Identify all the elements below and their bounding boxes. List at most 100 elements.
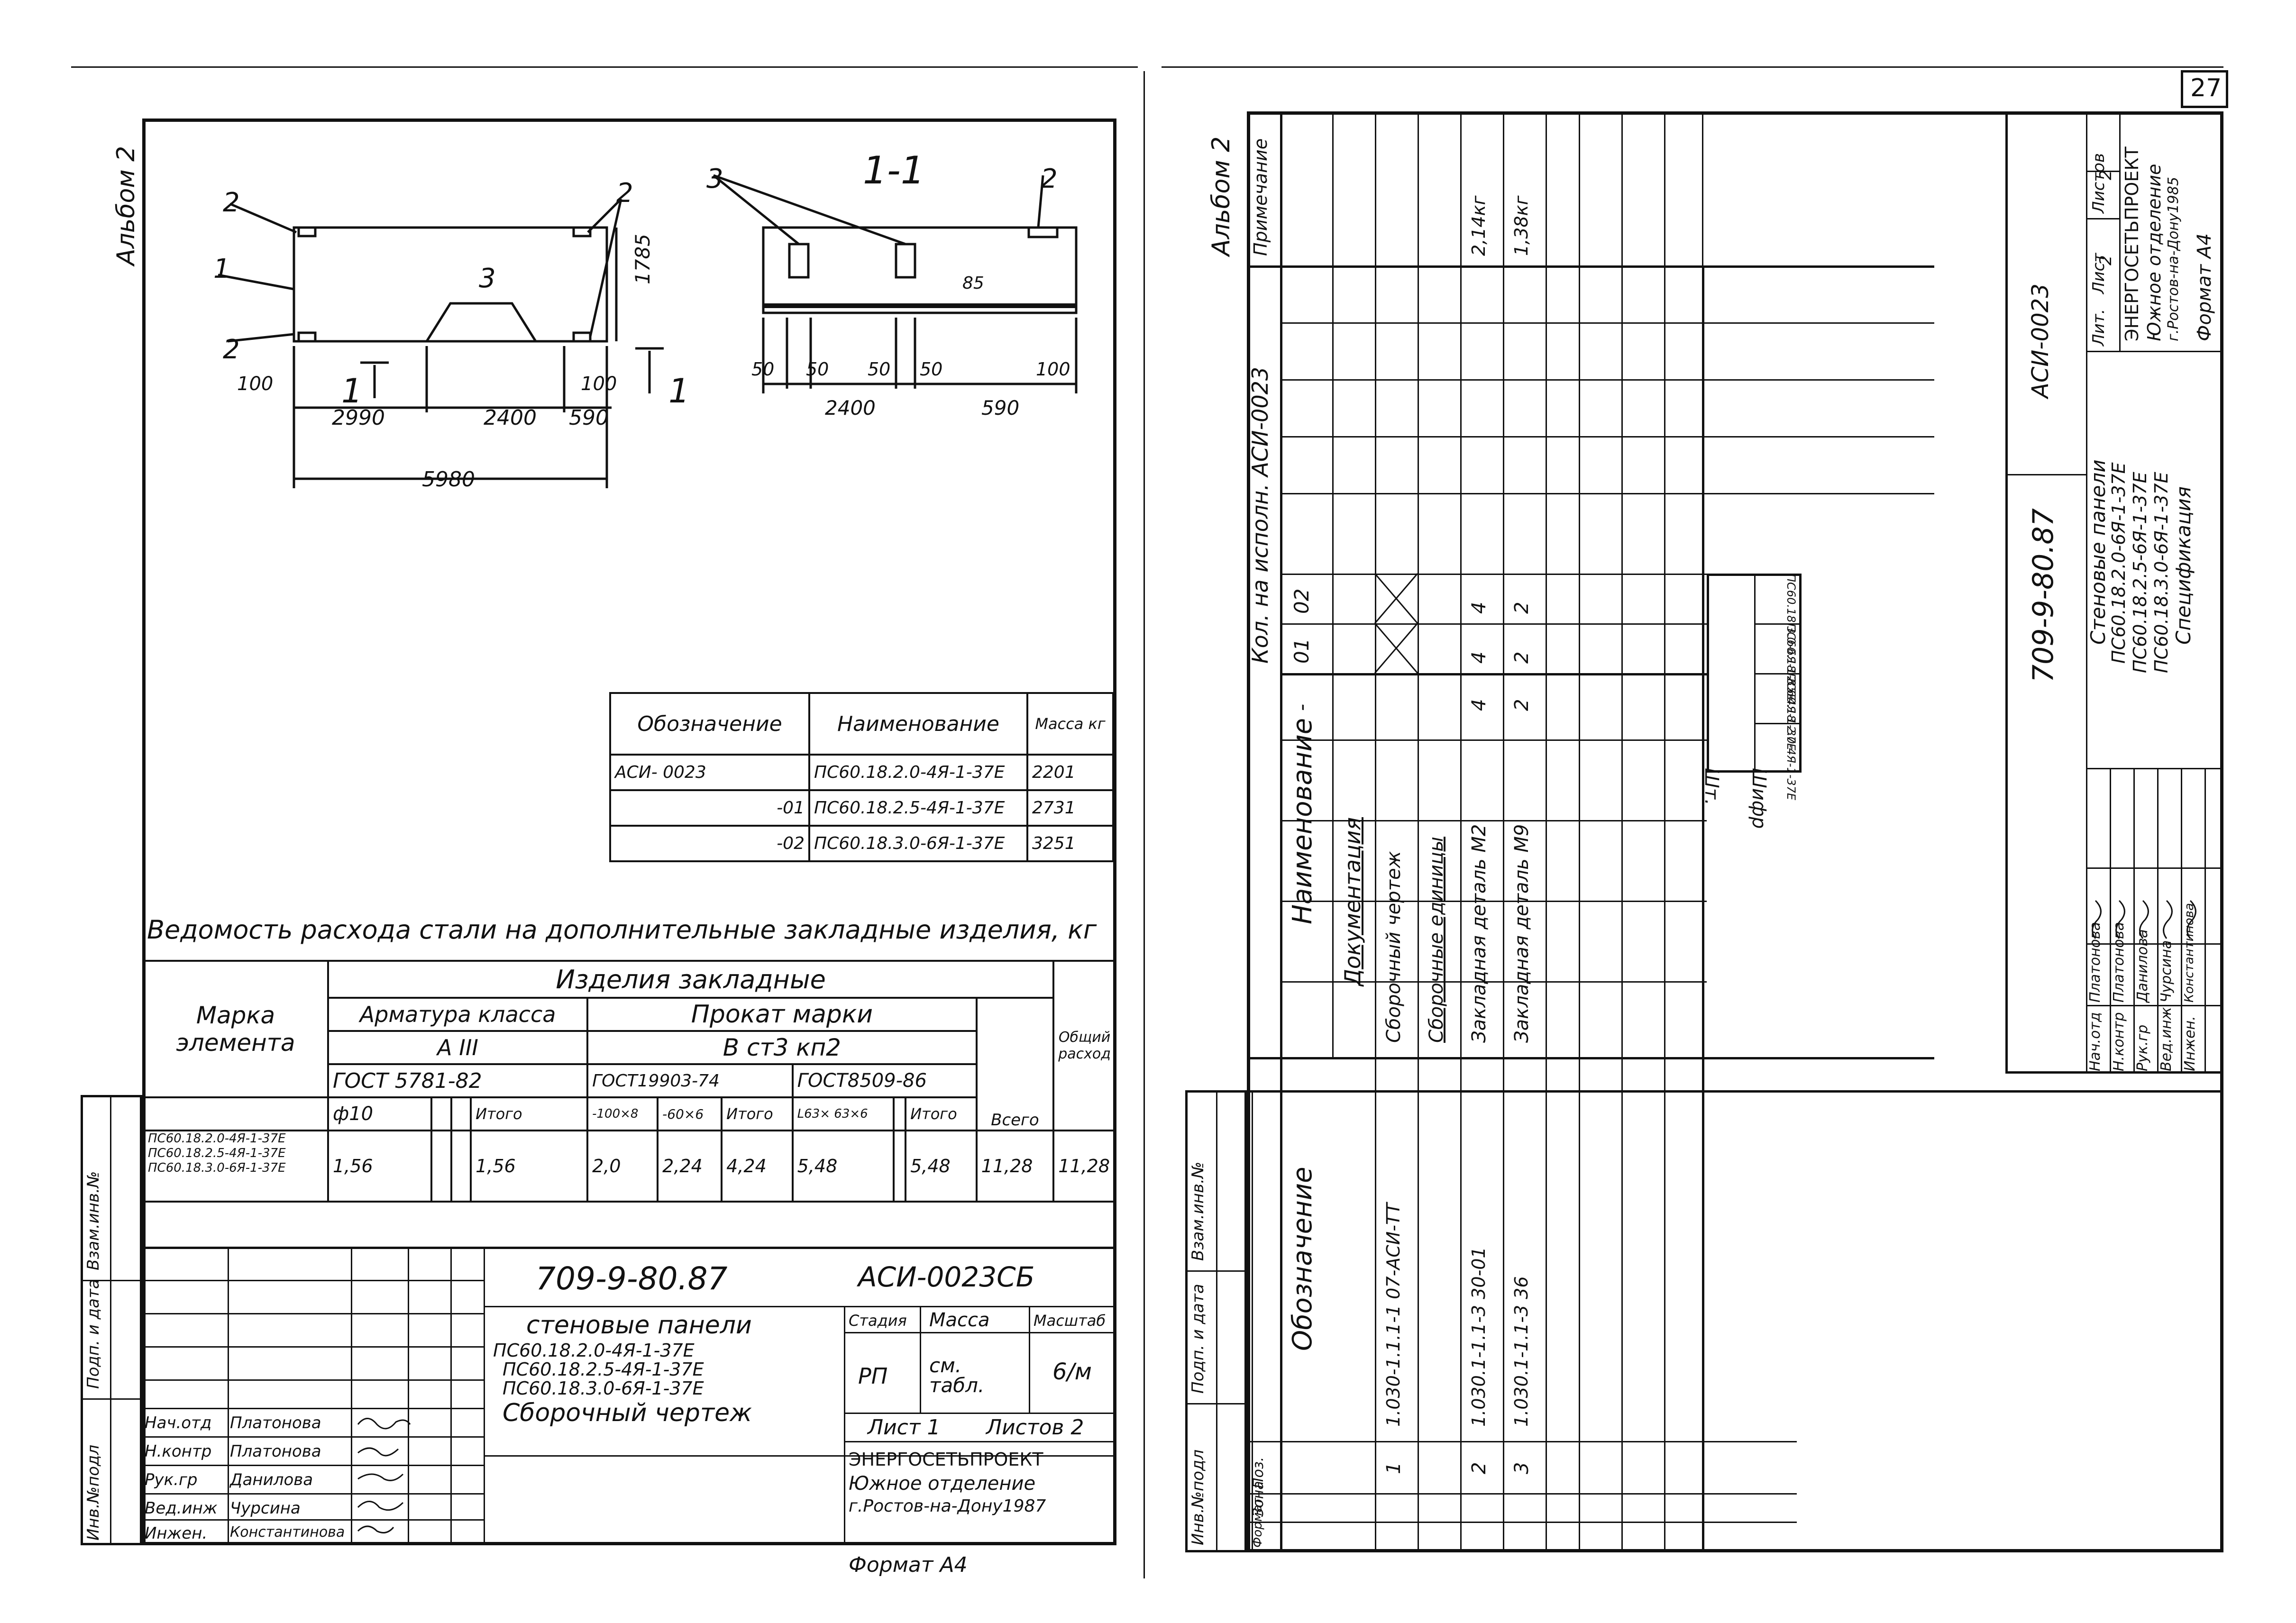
rtb-v-n3 bbox=[2157, 768, 2159, 1074]
sub-100x8: -100×8 bbox=[586, 1096, 659, 1131]
spec-band-6 bbox=[1503, 111, 1504, 1552]
spec-grid-7 bbox=[1280, 901, 1707, 902]
steel-val: 11,28 bbox=[975, 1130, 1055, 1203]
sub-total-p1: Итого bbox=[721, 1096, 794, 1131]
spec-note-header: Примечание bbox=[1250, 138, 1271, 256]
tb-h-name bbox=[484, 1455, 1116, 1457]
callout-3-elev: 3 bbox=[479, 263, 496, 294]
prokat-gost-2: ГОСТ8509-86 bbox=[791, 1063, 978, 1098]
tb-v2 bbox=[351, 1247, 352, 1545]
left-margin-inv: Инв.№подл bbox=[84, 1444, 103, 1541]
callout-1: 1 bbox=[213, 254, 230, 284]
spec-v-zone bbox=[1252, 1090, 1253, 1552]
spec-h-pos bbox=[1247, 1441, 1797, 1442]
tb-row6 bbox=[142, 1436, 484, 1438]
prokat-gost-1: ГОСТ19903-74 bbox=[586, 1063, 794, 1098]
tb-person-1: Платонова bbox=[230, 1413, 321, 1432]
spec-grid-6 bbox=[1280, 820, 1707, 821]
mass-header-mass: Масса кг bbox=[1026, 692, 1114, 756]
tb-person-3: Данилова bbox=[230, 1470, 313, 1489]
left-album-label: Альбом 2 bbox=[112, 146, 140, 265]
spec-h-q2 bbox=[1280, 574, 1707, 575]
dim-left-100: 100 bbox=[237, 373, 274, 395]
dim-total: 5980 bbox=[422, 467, 475, 492]
spec-x-marks bbox=[1374, 573, 1418, 674]
dim-2990: 2990 bbox=[332, 406, 385, 430]
mass-row-name: ПС60.18.2.5-4Я-1-37Е bbox=[808, 789, 1028, 827]
sub-empty bbox=[430, 1096, 452, 1131]
rtb-sheets: 2 bbox=[2096, 170, 2115, 180]
rtb-h-code bbox=[2005, 474, 2086, 475]
tb-mass-label: Масса bbox=[929, 1309, 990, 1331]
spec-row-note: 2,14кг bbox=[1468, 195, 1489, 256]
tb-name-4: ПС60.18.3.0-6Я-1-37Е bbox=[503, 1378, 704, 1399]
steel-subheader-spacer bbox=[142, 1096, 329, 1131]
spec-row-designation: 1.030-1.1.1-1 07-АСИ-ТТ bbox=[1383, 1203, 1404, 1427]
spec-row-q0: 4 bbox=[1468, 699, 1490, 711]
armature-gost: ГОСТ 5781-82 bbox=[327, 1063, 589, 1098]
tb-role-1: Нач.отд bbox=[145, 1413, 212, 1432]
spec-col-sep-format bbox=[1247, 1090, 2223, 1093]
spec-grid-2 bbox=[1280, 379, 1934, 381]
spec-right-boundary bbox=[1702, 265, 1704, 1552]
rtb-lit-label: Лит. bbox=[2089, 309, 2108, 346]
cipher-label: Шифр bbox=[1748, 768, 1770, 829]
cipher-h2 bbox=[1754, 673, 1802, 675]
right-title-block bbox=[2005, 111, 2223, 1074]
tb-h-code bbox=[484, 1306, 1116, 1307]
panel-elevation bbox=[293, 226, 608, 343]
rtb-name-3: ПС60.18.2.5-6Я-1-37Е bbox=[2130, 472, 2150, 673]
tb-name-1: стеновые панели bbox=[526, 1311, 752, 1340]
spec-row-designation: 1.030.1-1.1-3 30-01 bbox=[1468, 1247, 1489, 1427]
tb-row8 bbox=[142, 1493, 484, 1495]
prokat-grade: В ст3 кп2 bbox=[586, 1030, 978, 1065]
tb-h-sheets bbox=[844, 1413, 1116, 1414]
r-margin-divider bbox=[1216, 1090, 1217, 1552]
spec-format-header: Формат bbox=[1251, 1497, 1265, 1548]
armature-class: А III bbox=[327, 1030, 589, 1065]
tb-sheet: Лист 1 bbox=[868, 1415, 941, 1440]
right-signatures bbox=[2092, 900, 2196, 939]
spec-row-q0: 2 bbox=[1511, 699, 1533, 711]
margin-sep-1 bbox=[81, 1398, 142, 1400]
embed-top-right bbox=[572, 226, 592, 237]
right-margin-inv: Инв.№подл bbox=[1189, 1449, 1207, 1545]
steel-common-header: Общий расход bbox=[1052, 960, 1116, 1131]
prokat-header: Прокат марки bbox=[586, 997, 978, 1032]
spec-h-name bbox=[1247, 1057, 1934, 1059]
tb-row3 bbox=[142, 1346, 484, 1348]
margin-sep-2 bbox=[81, 1280, 142, 1281]
spec-designation-header: Обозначение bbox=[1287, 1167, 1318, 1351]
rtb-role-2: Н.контр bbox=[2111, 1012, 2127, 1071]
embed-bottom-left bbox=[297, 331, 317, 343]
sec-dim-100: 100 bbox=[1036, 359, 1070, 380]
spec-row-name: Закладная деталь М9 bbox=[1511, 824, 1533, 1043]
rtb-h-names3 bbox=[2086, 943, 2223, 945]
tb-scale: 6/м bbox=[1052, 1359, 1092, 1385]
spec-h-zone bbox=[1247, 1493, 1797, 1495]
spec-qty-col-1: 01 bbox=[1290, 638, 1313, 664]
spec-row-designation: 1.030.1-1.1-3 36 bbox=[1511, 1276, 1532, 1427]
tb-role-5: Инжен. bbox=[145, 1524, 208, 1543]
mass-row-designation: -02 bbox=[609, 825, 810, 862]
dim-100-right: 100 bbox=[581, 373, 617, 395]
rtb-h-lit2 bbox=[2086, 218, 2119, 219]
spec-row-pos: 1 bbox=[1383, 1462, 1405, 1474]
spec-qty-col-2: 02 bbox=[1290, 588, 1313, 614]
dim-height: 1785 bbox=[631, 234, 654, 284]
steel-val: 1,56 bbox=[470, 1130, 589, 1203]
rtb-org-2: Южное отделение bbox=[2144, 164, 2165, 341]
rtb-name-5: Спецификация bbox=[2172, 486, 2195, 645]
sec-dim-590: 590 bbox=[981, 396, 1020, 419]
tb-row7 bbox=[142, 1465, 484, 1466]
spec-band-1 bbox=[1280, 111, 1282, 1552]
callout-2-bottomleft: 2 bbox=[223, 334, 240, 365]
r-margin-sep-1 bbox=[1185, 1403, 1247, 1404]
spec-h-note bbox=[1247, 265, 1934, 268]
rtb-doc: АСИ-0023 bbox=[2027, 283, 2054, 398]
section-label: 1-1 bbox=[863, 148, 925, 192]
cipher-h1 bbox=[1754, 623, 1802, 625]
sub-L63: L63× 63×6 bbox=[791, 1096, 895, 1131]
tb-h-stage bbox=[844, 1332, 1116, 1333]
spec-row-pos: 2 bbox=[1468, 1462, 1490, 1474]
